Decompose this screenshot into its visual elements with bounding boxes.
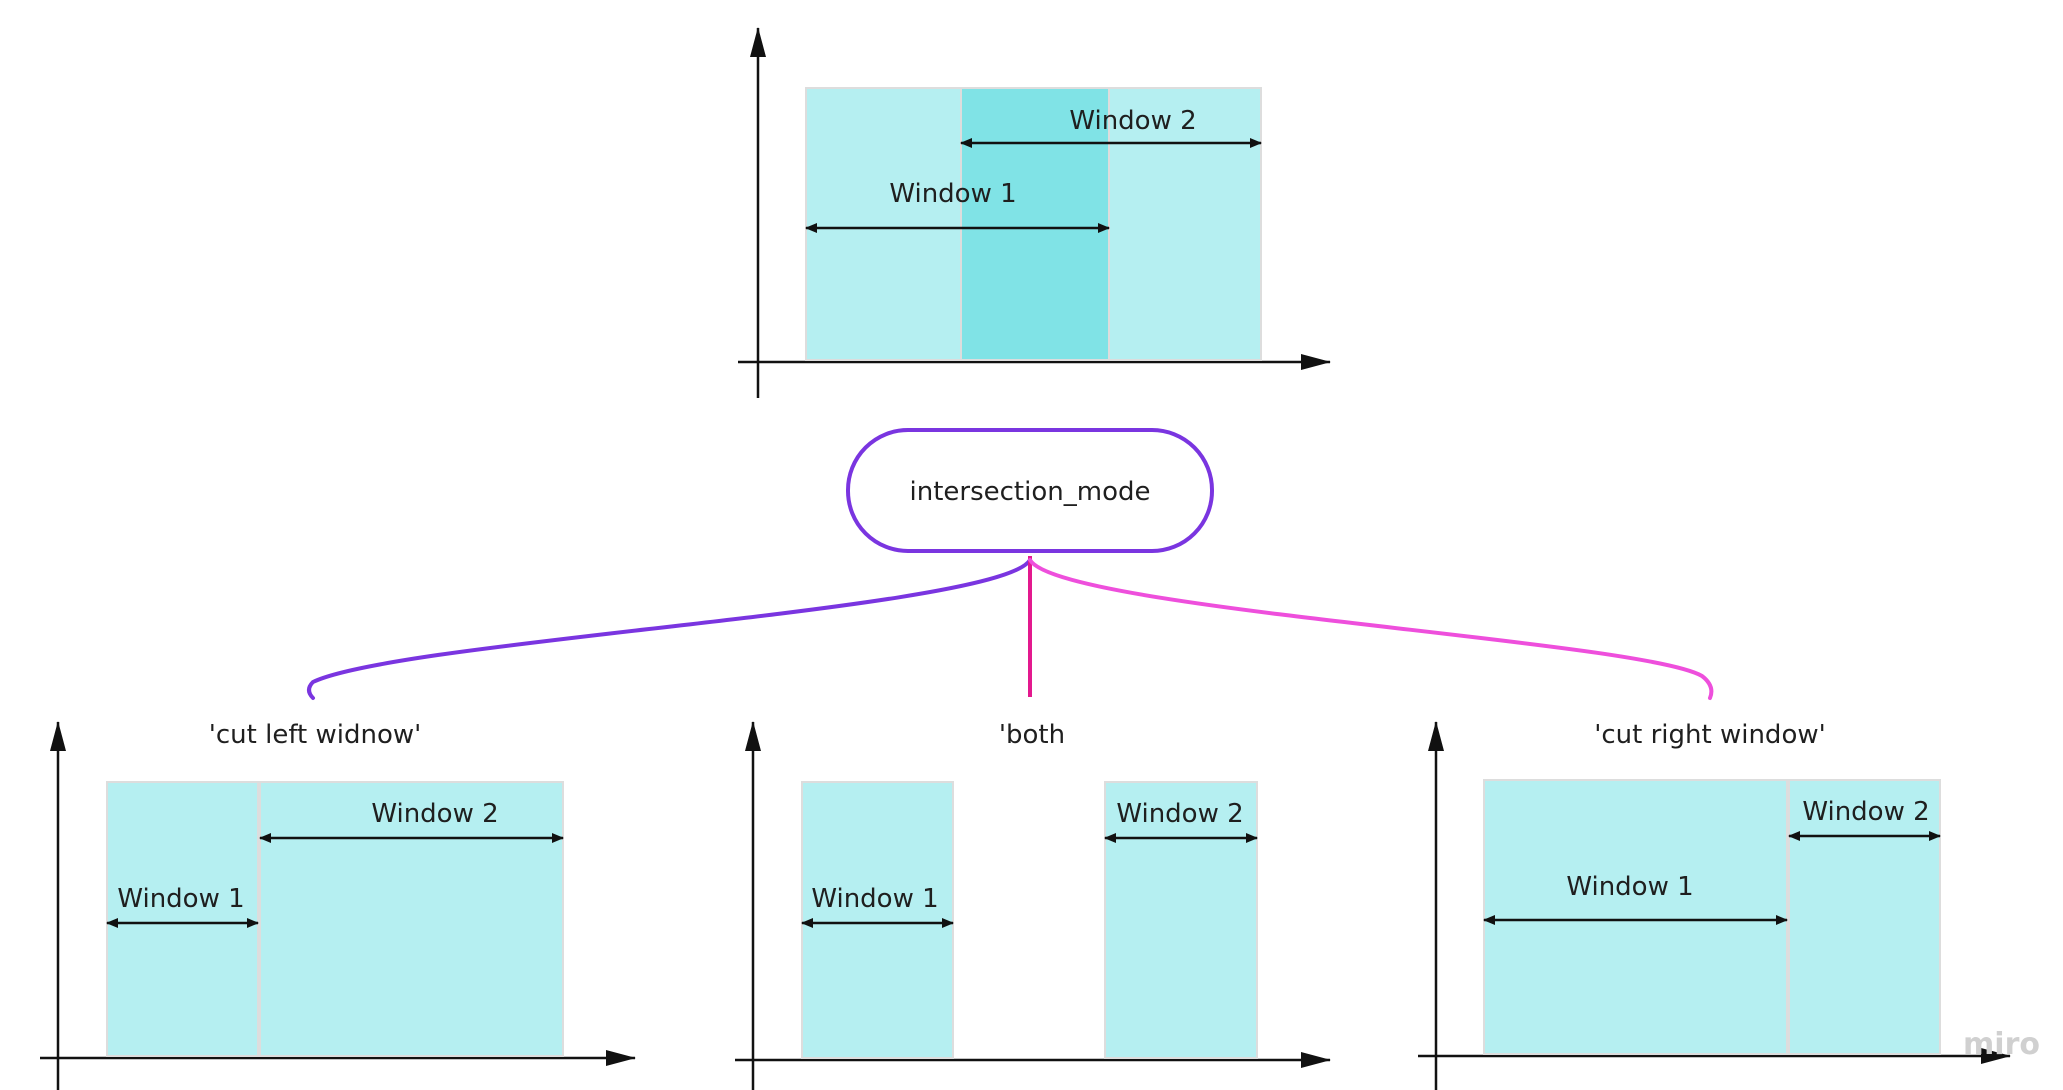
branch-connectors xyxy=(307,556,1714,700)
intersection-mode-pill xyxy=(846,428,1214,553)
panel-both: 'both Window 2 Window 1 xyxy=(735,720,1331,1090)
panel-cut-left-window1-area xyxy=(106,781,259,1057)
branch-left-connector xyxy=(307,558,1032,700)
panel-both-window1-label: Window 1 xyxy=(811,884,938,914)
panel-cut-right-window1-label: Window 1 xyxy=(1566,872,1693,902)
panel-cut-right-title: 'cut right window' xyxy=(1594,720,1826,750)
panel-cut-right-window2-area xyxy=(1788,779,1941,1055)
top-window1-label: Window 1 xyxy=(889,179,1016,209)
panel-both-window2-area xyxy=(1104,781,1258,1059)
panel-both-title: 'both xyxy=(999,720,1065,750)
top-window2-label: Window 2 xyxy=(1069,106,1196,136)
panel-both-window2-label: Window 2 xyxy=(1116,799,1243,829)
intersection-mode-label: intersection_mode xyxy=(910,477,1151,507)
panel-cut-left: 'cut left widnow' Window 2 Window 1 xyxy=(40,720,636,1090)
panel-cut-right: 'cut right window' Window 2 Window 1 xyxy=(1418,720,2011,1090)
branch-right-connector xyxy=(1028,558,1714,700)
top-window2-area xyxy=(1108,87,1262,361)
panel-cut-left-window2-label: Window 2 xyxy=(371,799,498,829)
intersection-mode-node: intersection_mode xyxy=(846,428,1214,553)
top-diagram: Window 2 Window 1 xyxy=(738,27,1331,398)
panel-cut-left-window1-label: Window 1 xyxy=(117,884,244,914)
panel-cut-right-window1-area xyxy=(1483,779,1788,1055)
panel-cut-left-title: 'cut left widnow' xyxy=(209,720,422,750)
panel-cut-right-window2-label: Window 2 xyxy=(1802,797,1929,827)
top-window1-area xyxy=(805,87,962,361)
panel-both-window1-area xyxy=(801,781,954,1059)
panel-cut-left-window2-area xyxy=(259,781,564,1057)
miro-logo: miro xyxy=(1963,1027,2040,1062)
